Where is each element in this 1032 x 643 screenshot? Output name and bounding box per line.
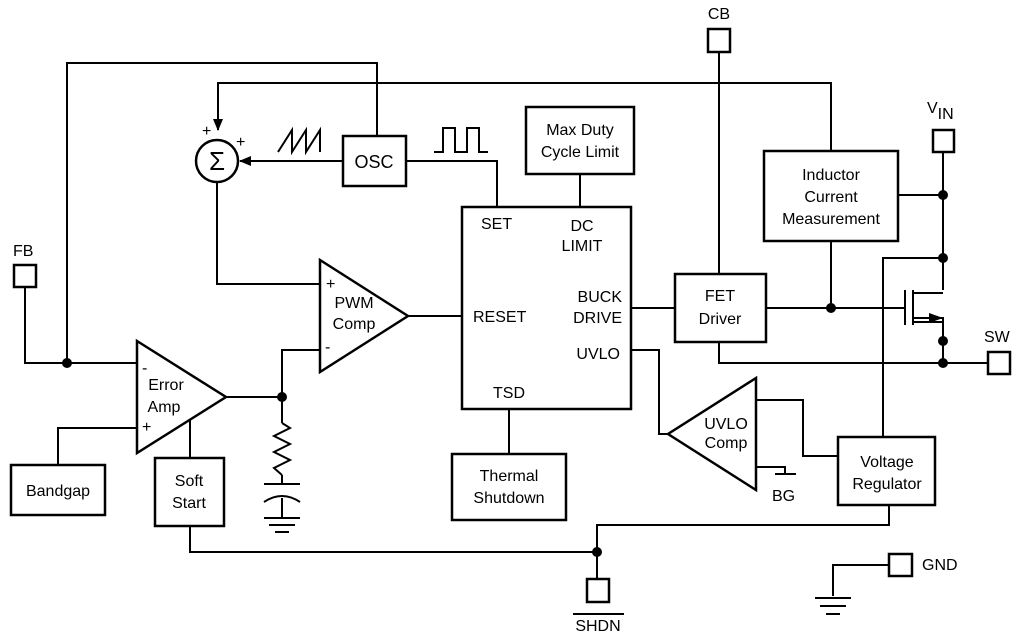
osc-block: OSC (341, 134, 408, 188)
uvlo-label: UVLO (576, 346, 620, 363)
voltage-regulator-block: Voltage Regulator (836, 435, 937, 507)
fet-driver-line2: Driver (699, 311, 742, 328)
error-amp-minus: - (142, 360, 147, 377)
fb-label: FB (13, 243, 33, 260)
error-amp-plus: + (142, 419, 151, 436)
soft-start-line1: Soft (175, 473, 204, 490)
max-duty-line2: Cycle Limit (541, 144, 620, 161)
vin-subscript: IN (938, 106, 954, 123)
soft-start-block: Soft Start (153, 456, 226, 528)
reset-label: RESET (473, 309, 527, 326)
pwm-comp-plus: + (326, 276, 335, 293)
osc-label: OSC (354, 152, 393, 172)
error-amplifier: - Error Amp + (135, 338, 229, 456)
fet-driver-block: FET Driver (673, 272, 768, 344)
summer-plus-right: + (236, 134, 245, 151)
junction-dots (62, 190, 948, 557)
inductor-line2: Current (804, 189, 858, 206)
set-label: SET (481, 216, 512, 233)
summing-junction: Σ + + (194, 123, 245, 184)
vin-label: VIN (927, 100, 954, 123)
pwm-comp-minus: - (325, 339, 330, 356)
uvlo-comp-line1: UVLO (704, 416, 748, 433)
bg-label: BG (772, 488, 795, 505)
max-duty-line1: Max Duty (546, 122, 614, 139)
thermal-shutdown-block: Thermal Shutdown (450, 452, 568, 522)
cb-label: CB (708, 6, 730, 23)
pin-fb: FB (12, 243, 38, 289)
compensation-network (263, 422, 301, 533)
dc-limit-line2: LIMIT (562, 238, 603, 255)
tsd-label: TSD (493, 385, 525, 402)
gnd-label: GND (922, 557, 958, 574)
summer-plus-left: + (202, 123, 211, 140)
inductor-line1: Inductor (802, 167, 860, 184)
soft-start-line2: Start (172, 495, 206, 512)
max-duty-block: Max Duty Cycle Limit (524, 105, 636, 176)
pin-vin: VIN (927, 100, 956, 154)
bandgap-block: Bandgap (9, 463, 107, 517)
resistor-icon (271, 422, 293, 476)
uvlo-comparator: UVLO Comp BG (665, 375, 795, 505)
sawtooth-waveform-icon (277, 126, 321, 156)
sigma-icon: Σ (209, 146, 225, 176)
error-amp-line1: Error (148, 377, 184, 394)
dc-limit-line1: DC (570, 218, 593, 235)
inductor-line3: Measurement (782, 211, 880, 228)
buck-drive-line1: BUCK (578, 289, 623, 306)
wires (24, 52, 988, 615)
inductor-current-block: Inductor Current Measurement (762, 149, 900, 243)
voltage-reg-line1: Voltage (860, 454, 913, 471)
fet-driver-line1: FET (705, 288, 735, 305)
capacitor-plate-bottom (263, 495, 301, 503)
sw-label: SW (984, 329, 1011, 346)
pwm-comp-line1: PWM (334, 295, 373, 312)
buck-drive-line2: DRIVE (573, 310, 622, 327)
uvlo-comp-line2: Comp (705, 435, 748, 452)
shdn-label: SHDN (575, 618, 620, 635)
pin-cb: CB (706, 6, 732, 54)
pwm-comp-line2: Comp (333, 316, 376, 333)
error-amp-line2: Amp (148, 399, 181, 416)
pwm-comparator: + PWM Comp - (318, 257, 411, 375)
pin-shdn: SHDN (573, 577, 624, 635)
voltage-reg-line2: Regulator (852, 476, 922, 493)
pin-gnd: GND (887, 552, 958, 578)
thermal-line1: Thermal (480, 468, 539, 485)
thermal-line2: Shutdown (473, 490, 544, 507)
pin-sw: SW (984, 329, 1012, 376)
square-waveform-icon (434, 127, 488, 153)
bandgap-label: Bandgap (26, 483, 90, 500)
control-logic-block: SET DC LIMIT RESET BUCK DRIVE UVLO TSD (460, 205, 633, 411)
